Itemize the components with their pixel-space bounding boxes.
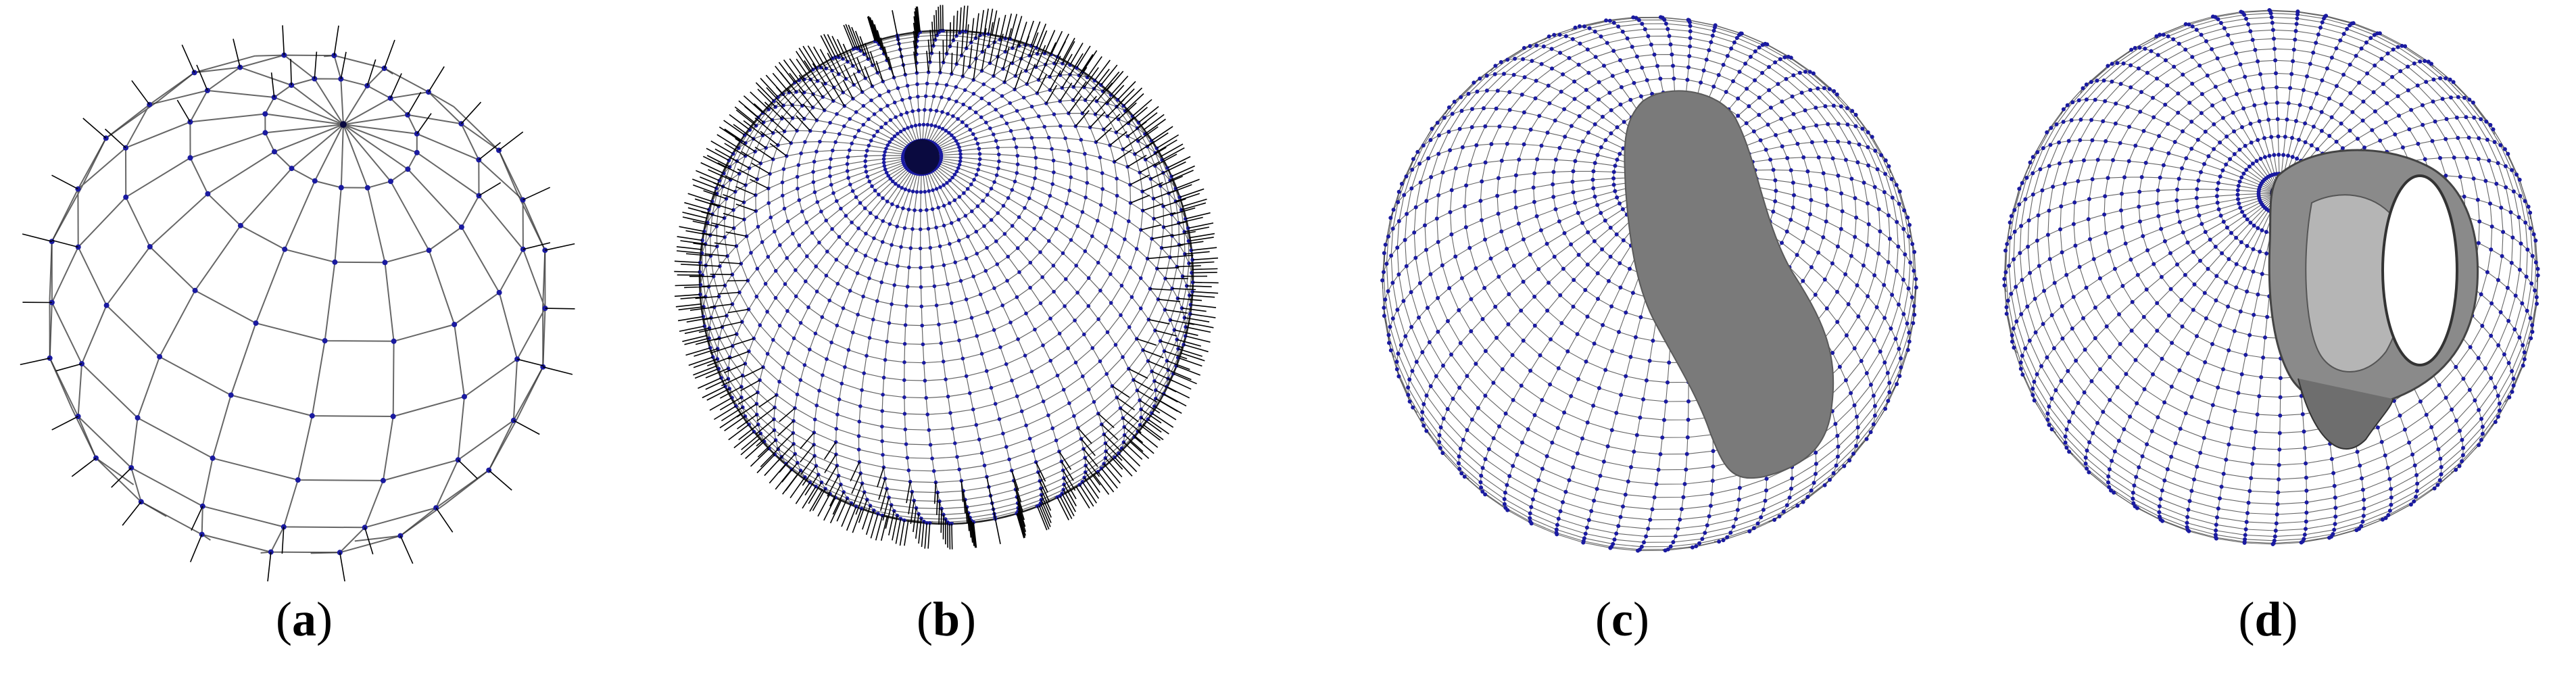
gray-3d-object xyxy=(2268,149,2479,450)
mesh-lines xyxy=(49,54,546,554)
sphere-mesh-with-object-icon xyxy=(1380,15,1918,553)
mesh-vertices xyxy=(47,52,548,556)
panel-a-caption: (a) xyxy=(276,592,333,646)
normal-spikes xyxy=(20,25,575,581)
panel-a: (a) xyxy=(0,0,608,676)
normal-spikes xyxy=(674,5,1219,550)
pole-marker xyxy=(904,139,940,175)
panel-b: (b) xyxy=(642,0,1250,676)
coarse-sphere-mesh-icon xyxy=(20,25,575,581)
panel-c-caption: (c) xyxy=(1595,592,1649,646)
panel-d-caption: (d) xyxy=(2238,592,2298,646)
panel-b-caption: (b) xyxy=(916,592,976,646)
dense-sphere-mesh-icon xyxy=(674,5,1219,550)
pole-marker xyxy=(339,121,347,128)
flat-gray-object xyxy=(1624,90,1834,479)
panel-d: (d) xyxy=(1960,0,2576,676)
panel-c: (c) xyxy=(1318,0,1926,676)
sphere-mesh-with-3d-object-icon xyxy=(2002,8,2540,546)
